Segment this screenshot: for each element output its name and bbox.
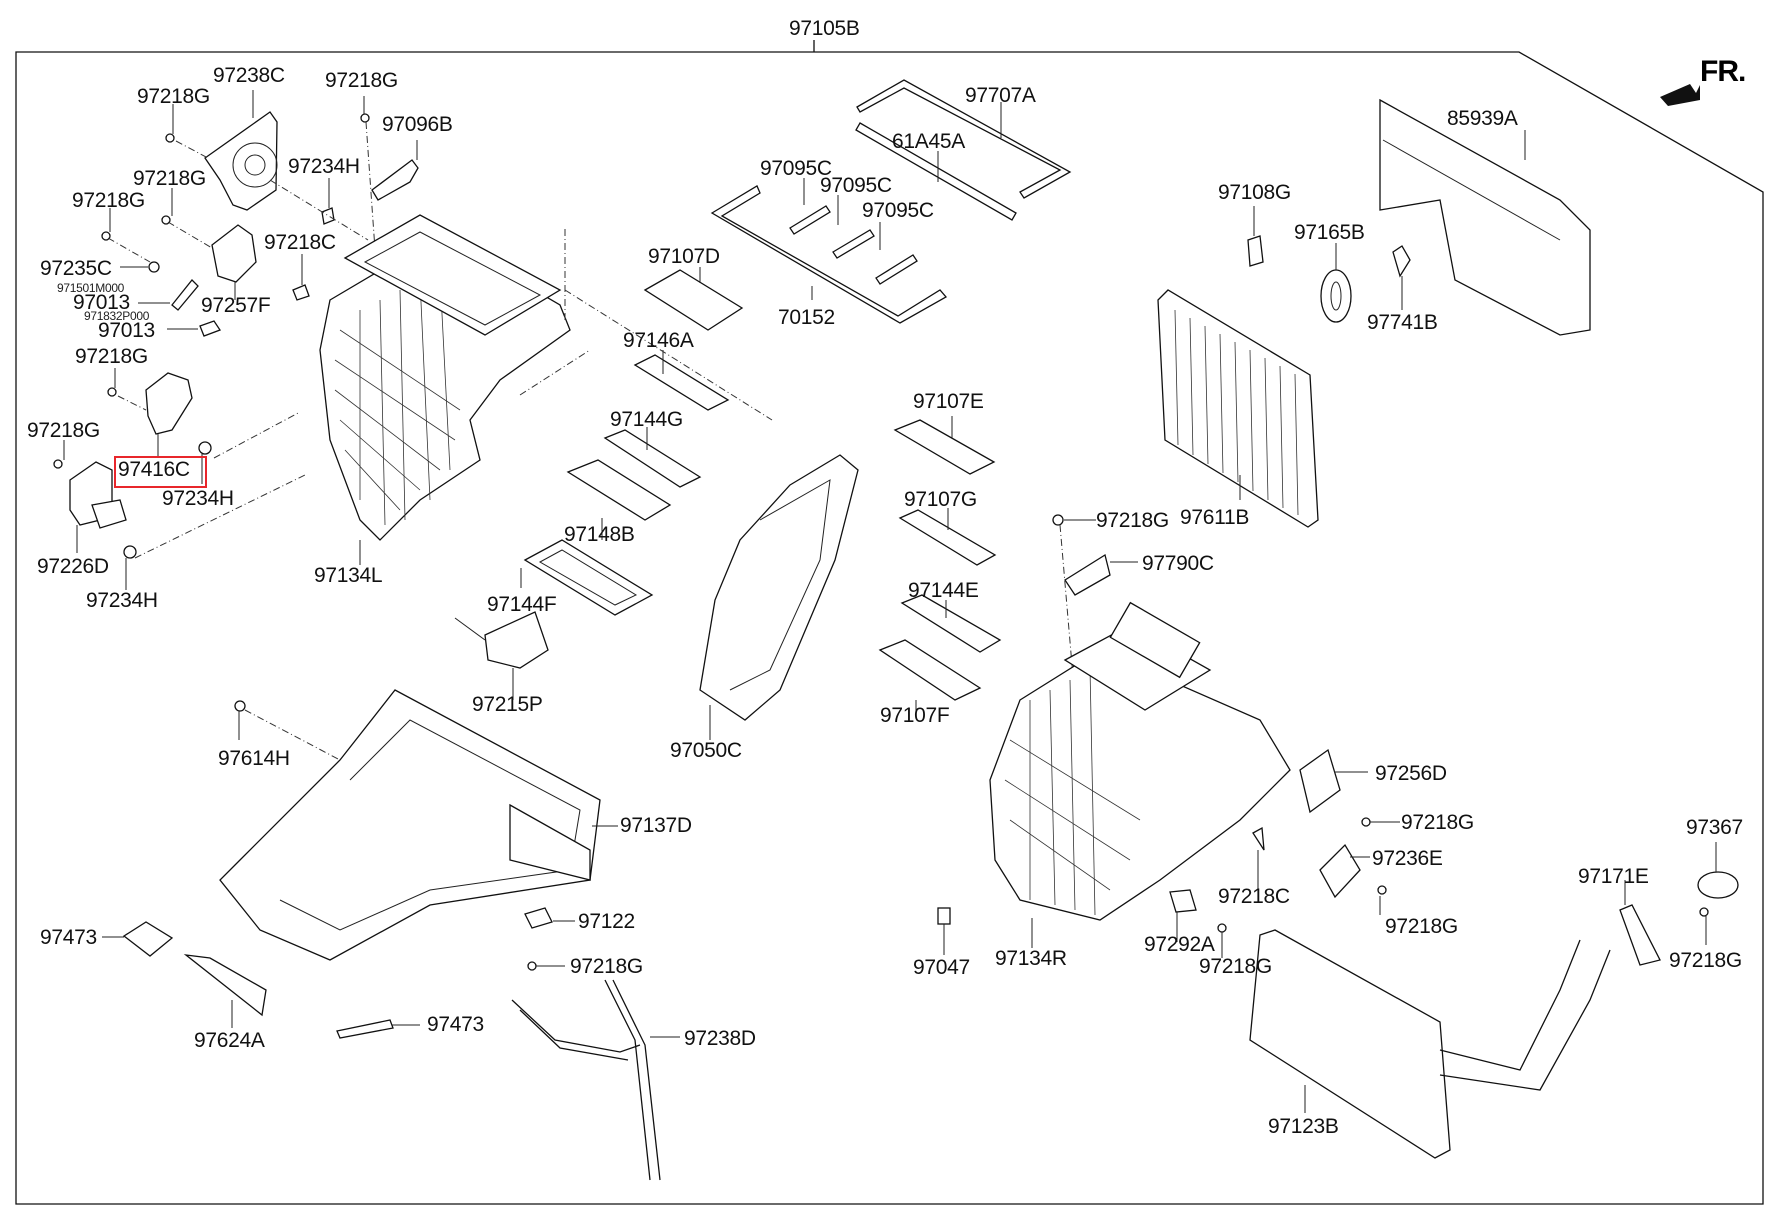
door-parts-center-left — [454, 228, 773, 700]
part-label-97790C[interactable]: 97790C — [1142, 552, 1214, 575]
part-97238C — [204, 90, 278, 211]
part-label-97137D[interactable]: 97137D — [620, 814, 692, 837]
front-direction-label: FR. — [1700, 55, 1746, 88]
part-label-97108G[interactable]: 97108G — [1218, 181, 1291, 204]
part-label-97238C[interactable]: 97238C — [213, 64, 285, 87]
part-97134L-case — [319, 214, 571, 565]
part-label-97238D[interactable]: 97238D — [684, 1027, 756, 1050]
part-label-97218G[interactable]: 97218G — [325, 69, 398, 92]
right-small-parts — [1169, 206, 1411, 958]
part-label-97095C[interactable]: 97095C — [760, 157, 832, 180]
part-label-97741B[interactable]: 97741B — [1367, 311, 1438, 334]
part-97226D-actuator — [53, 411, 306, 590]
part-label-97234H[interactable]: 97234H — [86, 589, 158, 612]
seal-strips — [710, 79, 1072, 324]
part-label-97105B[interactable]: 97105B — [789, 17, 860, 40]
door-parts-center-right — [878, 416, 1138, 712]
part-label-97416C[interactable]: 97416C — [118, 458, 190, 481]
part-97416C-actuator — [107, 368, 212, 484]
part-label-97218G[interactable]: 97218G — [570, 955, 643, 978]
part-label-61A45A[interactable]: 61A45A — [892, 130, 965, 153]
part-label-97234H[interactable]: 97234H — [162, 487, 234, 510]
part-label-97218G[interactable]: 97218G — [75, 345, 148, 368]
part-label-97144E[interactable]: 97144E — [908, 579, 979, 602]
part-label-97144F[interactable]: 97144F — [487, 593, 557, 616]
part-label-97234H[interactable]: 97234H — [288, 155, 360, 178]
part-label-97218G[interactable]: 97218G — [137, 85, 210, 108]
part-label-97013[interactable]: 97013 — [73, 291, 130, 314]
part-label-97218C[interactable]: 97218C — [264, 231, 336, 254]
part-label-971501M000[interactable]: 971501M000 — [57, 281, 125, 295]
part-label-97096B[interactable]: 97096B — [382, 113, 453, 136]
part-label-97292A[interactable]: 97292A — [1144, 933, 1215, 956]
part-97123B-heater-core — [1249, 842, 1739, 1159]
assembly-frame — [15, 51, 1764, 1205]
part-label-971832P000[interactable]: 971832P000 — [84, 309, 150, 323]
part-label-97473[interactable]: 97473 — [40, 926, 97, 949]
highlight-box-97416C — [114, 456, 207, 488]
part-label-97107G[interactable]: 97107G — [904, 488, 977, 511]
part-label-97218C[interactable]: 97218C — [1218, 885, 1290, 908]
fasteners-top-left — [101, 104, 369, 337]
part-label-97050C[interactable]: 97050C — [670, 739, 742, 762]
part-97137D-lower-case — [219, 689, 618, 961]
part-label-97047[interactable]: 97047 — [913, 956, 970, 979]
part-label-97218G[interactable]: 97218G — [1199, 955, 1272, 978]
part-label-97215P[interactable]: 97215P — [472, 693, 543, 716]
part-label-97013[interactable]: 97013 — [98, 319, 155, 342]
part-label-97257F[interactable]: 97257F — [201, 294, 271, 317]
part-label-97624A[interactable]: 97624A — [194, 1029, 265, 1052]
part-97096B — [360, 96, 419, 321]
part-label-97165B[interactable]: 97165B — [1294, 221, 1365, 244]
part-label-97122[interactable]: 97122 — [578, 910, 635, 933]
part-label-97473[interactable]: 97473 — [427, 1013, 484, 1036]
part-label-97218G[interactable]: 97218G — [27, 419, 100, 442]
part-label-97236E[interactable]: 97236E — [1372, 847, 1443, 870]
front-arrow-icon — [1660, 84, 1700, 106]
part-label-97218G[interactable]: 97218G — [1096, 509, 1169, 532]
part-label-70152[interactable]: 70152 — [778, 306, 835, 329]
part-97257F — [211, 224, 257, 300]
part-label-97367[interactable]: 97367 — [1686, 816, 1743, 839]
part-label-97095C[interactable]: 97095C — [820, 174, 892, 197]
part-97050C-duct — [699, 454, 859, 740]
part-label-97256D[interactable]: 97256D — [1375, 762, 1447, 785]
part-label-97107E[interactable]: 97107E — [913, 390, 984, 413]
part-label-97095C[interactable]: 97095C — [862, 199, 934, 222]
part-label-85939A[interactable]: 85939A — [1447, 107, 1518, 130]
part-label-97107F[interactable]: 97107F — [880, 704, 950, 727]
part-label-97123B[interactable]: 97123B — [1268, 1115, 1339, 1138]
part-label-97146A[interactable]: 97146A — [623, 329, 694, 352]
part-97134R-case — [937, 601, 1291, 955]
part-label-97134R[interactable]: 97134R — [995, 947, 1067, 970]
part-label-97148B[interactable]: 97148B — [564, 523, 635, 546]
part-label-97134L[interactable]: 97134L — [314, 564, 383, 587]
part-label-97107D[interactable]: 97107D — [648, 245, 720, 268]
part-label-97144G[interactable]: 97144G — [610, 408, 683, 431]
lower-small-parts — [102, 907, 680, 1181]
part-label-97218G[interactable]: 97218G — [72, 189, 145, 212]
part-85939A-duct — [1379, 98, 1591, 336]
part-label-97218G[interactable]: 97218G — [1669, 949, 1742, 972]
part-label-97611B[interactable]: 97611B — [1180, 506, 1250, 529]
part-label-97707A[interactable]: 97707A — [965, 84, 1036, 107]
part-label-97226D[interactable]: 97226D — [37, 555, 109, 578]
part-97611B-evaporator — [1157, 289, 1319, 528]
part-label-97235C[interactable]: 97235C — [40, 257, 112, 280]
part-label-97218G[interactable]: 97218G — [133, 167, 206, 190]
part-label-97171E[interactable]: 97171E — [1578, 865, 1649, 888]
part-label-97614H[interactable]: 97614H — [218, 747, 290, 770]
part-label-97218G[interactable]: 97218G — [1401, 811, 1474, 834]
part-label-97218G[interactable]: 97218G — [1385, 915, 1458, 938]
